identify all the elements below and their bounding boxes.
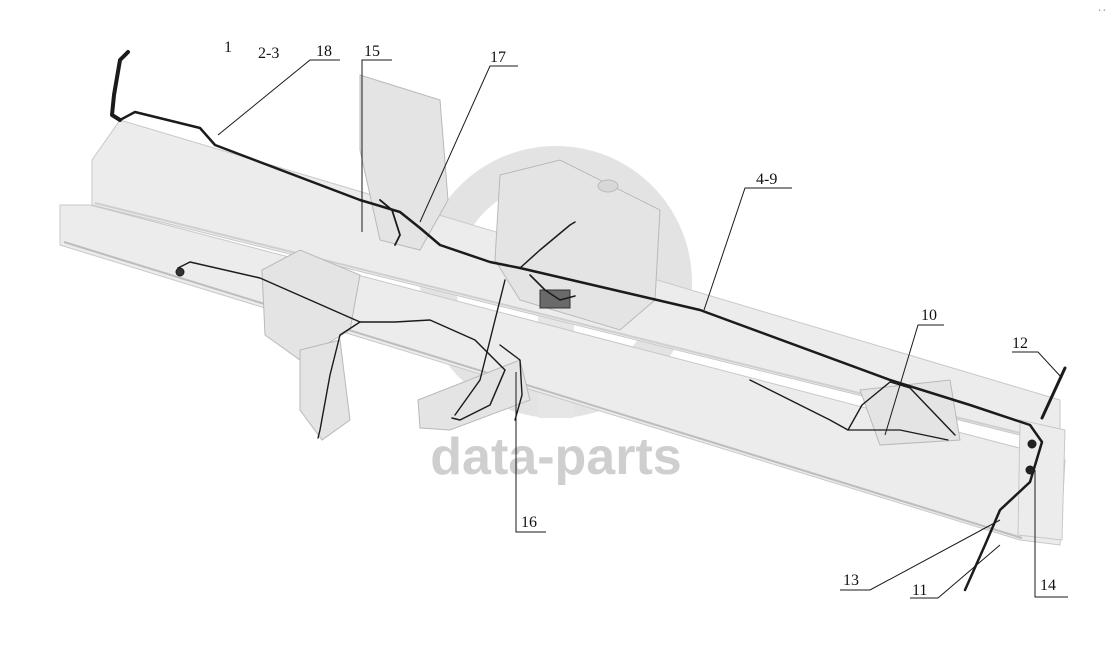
callout-11: 11	[912, 582, 927, 599]
watermark-text: data-parts	[430, 428, 681, 486]
lower-rail-edge	[63, 241, 1023, 539]
leader-18	[217, 59, 340, 136]
callout-15: 15	[364, 43, 380, 60]
leader-11	[910, 544, 1001, 599]
fuel-tank-cap	[597, 179, 619, 193]
front-connector	[110, 50, 130, 122]
rear-lamp-harness	[749, 379, 956, 436]
callout-14: 14	[1040, 577, 1056, 594]
left-side-harness	[177, 261, 506, 421]
callout-1: 1	[224, 39, 232, 56]
callout-labels: 1 2-3 18 15 17 4-9 10 12 16 13 11 14	[224, 39, 1056, 599]
callout-13: 13	[843, 572, 859, 589]
side-bracket	[261, 249, 361, 361]
callout-2-3: 2-3	[258, 45, 279, 62]
connector-block	[539, 289, 571, 309]
rear-antenna-rod	[1040, 366, 1067, 420]
leader-14	[1034, 470, 1068, 598]
leader-12	[1012, 351, 1063, 379]
leader-17	[419, 65, 518, 223]
callout-4-9: 4-9	[756, 171, 777, 188]
rear-connector-b	[1027, 439, 1037, 449]
leader-15	[361, 59, 392, 232]
leader-lines	[217, 59, 1068, 599]
callout-18: 18	[316, 43, 332, 60]
callout-12: 12	[1012, 335, 1028, 352]
leader-13	[840, 519, 1001, 591]
wiring-harness	[110, 50, 1067, 592]
battery-branch	[379, 199, 401, 246]
rear-cross-member	[1017, 419, 1066, 541]
rear-bracket	[859, 379, 961, 446]
leader-4-9	[703, 187, 792, 311]
rear-harness-lower	[847, 429, 949, 441]
callout-10: 10	[921, 307, 937, 324]
toolbox-harness	[454, 279, 506, 416]
corner-mark: `´	[1098, 8, 1106, 18]
step-bracket	[299, 339, 351, 441]
leader-16	[515, 372, 546, 533]
leader-10	[884, 324, 944, 436]
side-harness-drop	[317, 321, 361, 439]
toolbox-harness-2	[499, 344, 523, 421]
callout-16: 16	[521, 514, 537, 531]
rear-connector-a	[1025, 465, 1035, 475]
fuel-sender-harness	[519, 221, 576, 269]
fuel-tank	[494, 159, 661, 331]
fuel-connector-loop	[529, 274, 576, 301]
front-left-connector	[175, 267, 185, 277]
callout-17: 17	[490, 49, 506, 66]
